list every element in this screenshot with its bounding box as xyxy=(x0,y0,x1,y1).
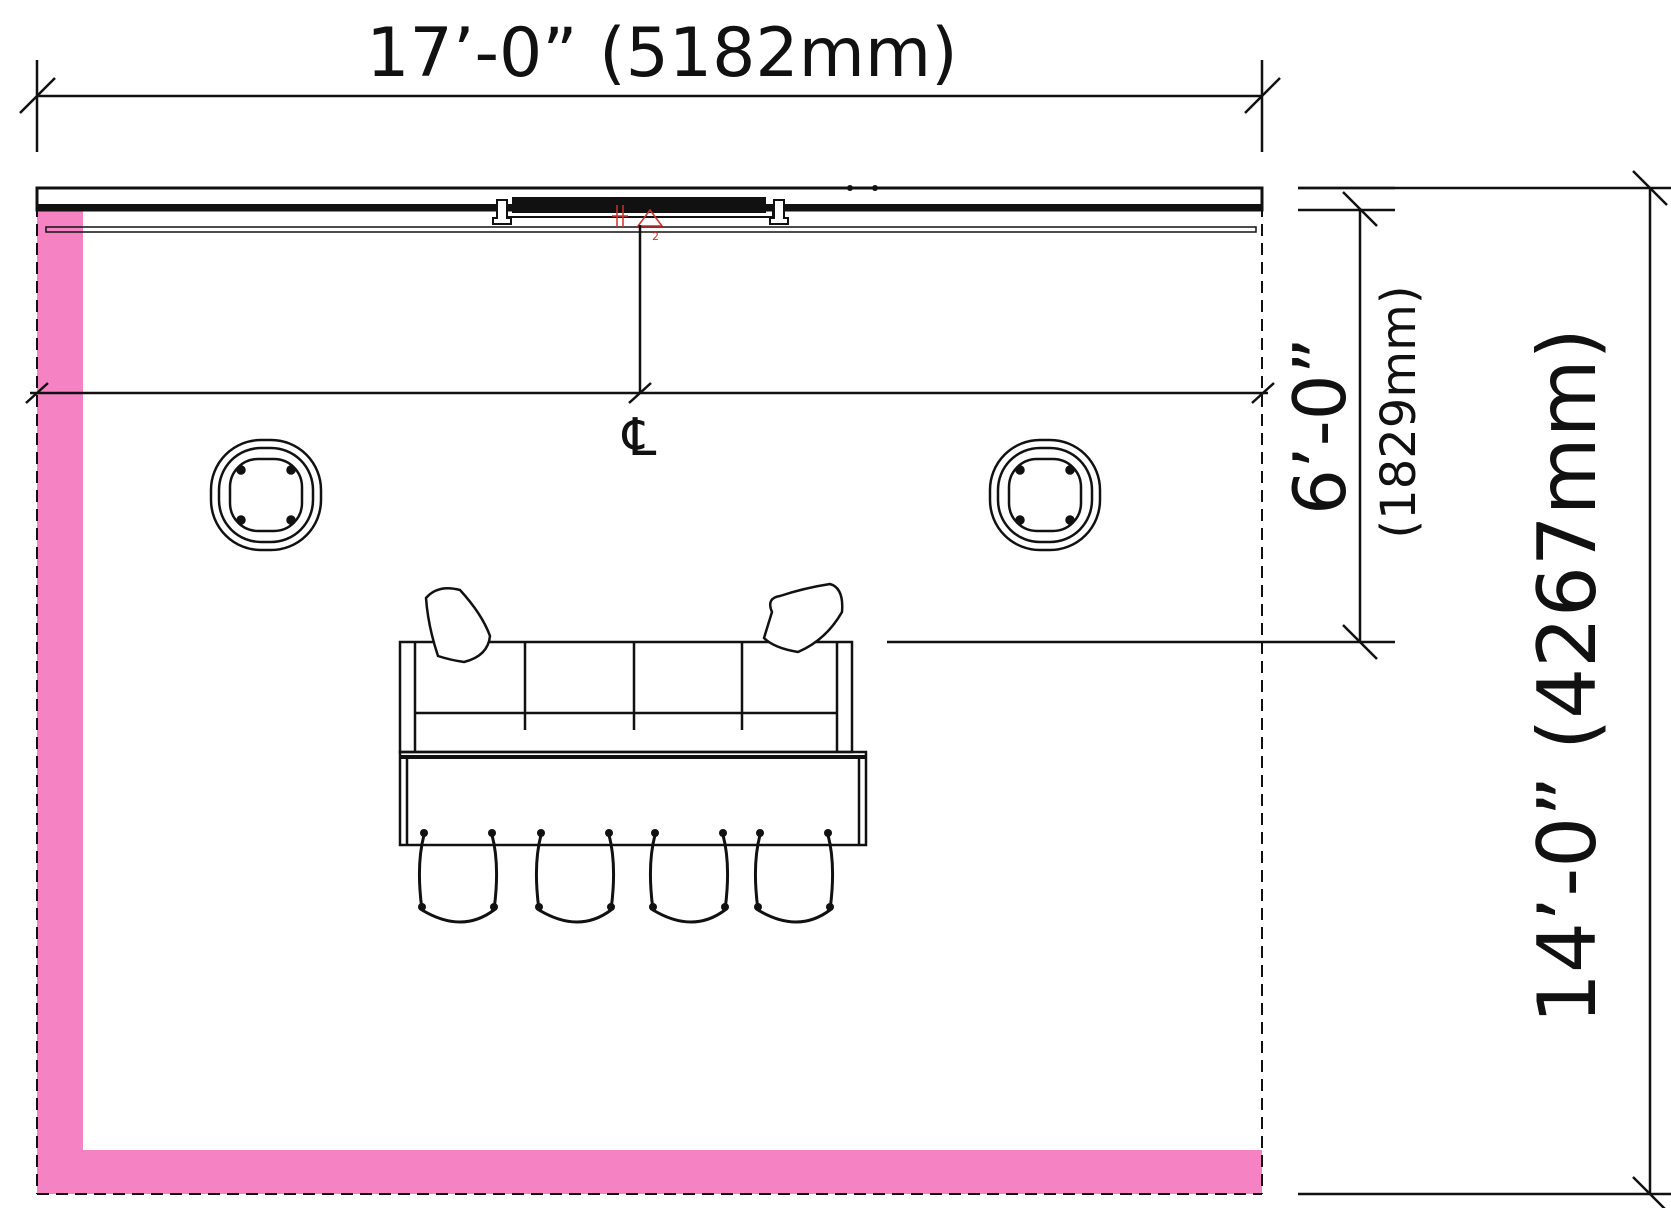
stool-4 xyxy=(753,834,835,924)
lounge-chair-right xyxy=(988,438,1102,552)
clearance-zone-left-strip xyxy=(37,207,83,1192)
wall-rail xyxy=(45,226,1257,233)
centerline-markup xyxy=(25,225,1275,404)
width-dimension xyxy=(19,60,1281,152)
clearance-zone-bottom-strip xyxy=(37,1150,1262,1194)
outlet-dot-1 xyxy=(847,185,853,191)
media-screen xyxy=(512,197,766,213)
centerline-tick-right xyxy=(1251,382,1275,404)
lounge-chair-left xyxy=(209,438,323,552)
pillow-right xyxy=(762,582,844,654)
outlet-dot-2 xyxy=(872,185,878,191)
sofa xyxy=(398,640,854,754)
red-annotation-marker: 2 xyxy=(612,205,664,243)
room-outline xyxy=(36,205,1263,1195)
speaker-left-icon xyxy=(492,199,512,225)
clearance-zone xyxy=(37,207,1262,1194)
setback-dimension-metric: (1829mm) xyxy=(1371,285,1427,538)
stool-feet xyxy=(418,829,834,911)
svg-text:2: 2 xyxy=(652,230,659,243)
centerline-tick-mid xyxy=(628,382,652,404)
width-dimension-label: 17’-0” (5182mm) xyxy=(366,14,957,93)
depth-dimension-label: 14’-0” (4267mm) xyxy=(1521,328,1614,1024)
stool-2 xyxy=(534,834,616,924)
centerline-tick-left xyxy=(25,382,49,404)
depth-dimension xyxy=(1298,170,1671,1208)
setback-dimension-label: 6’-0” xyxy=(1278,337,1362,515)
stool-3 xyxy=(648,834,730,924)
stools xyxy=(417,834,835,924)
stool-1 xyxy=(417,834,499,924)
back-wall: 2 xyxy=(35,185,1264,243)
bench-table xyxy=(398,750,868,847)
centerline-symbol: ℄ xyxy=(621,408,657,468)
pillow-left xyxy=(424,587,492,664)
speaker-right-icon xyxy=(769,199,789,225)
